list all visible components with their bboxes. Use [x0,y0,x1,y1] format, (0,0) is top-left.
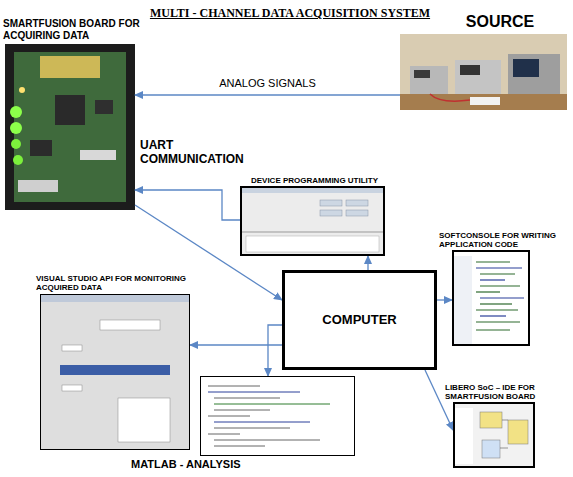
screenshot-frame: LIBERO SoC – IDE FOR SMARTFUSION BOARD [453,402,535,468]
breadboard [470,97,500,105]
computer-box: COMPUTER [282,270,437,370]
button [320,210,342,216]
button [320,200,342,206]
pcb [14,52,126,202]
code-line [480,279,505,280]
led [11,139,21,149]
code-line [476,321,520,322]
schematic-block [482,440,500,458]
code-line [214,410,270,411]
heading: SOURCE [440,13,560,31]
connector [437,299,452,300]
led [19,87,25,93]
window-bg [40,294,190,450]
annotation: UART COMMUNICATION [140,138,232,167]
code-line [480,273,515,274]
code-line [214,422,310,423]
instrument [508,54,560,94]
code-line [476,261,510,262]
code-line [480,315,506,316]
led [10,106,22,118]
chip [95,100,113,114]
field [62,385,82,391]
led [10,122,22,134]
code-line [214,428,290,429]
connector [80,150,116,160]
screenshot-frame: SMARTFUSION BOARD FOR ACQUIRING DATA [5,44,135,210]
screenshot-frame: VISUAL STUDIO API FOR MONITORING ACQUIRE… [40,294,190,450]
edge-label: ANALOG SIGNALS [217,77,318,89]
connector [367,256,368,270]
code-line [208,434,240,435]
code-line [208,386,260,387]
chip [30,140,52,156]
window-bg [200,376,355,456]
code-line [476,329,510,330]
cable [430,94,470,101]
code-line [480,303,512,304]
code-lines [208,386,330,446]
code-line [214,440,320,441]
instrument [410,66,448,94]
screenshot-frame: SOFTCONSOLE FOR WRITING APPLICATION CODE [452,250,530,346]
code-line [480,297,524,298]
code-line [214,398,280,399]
button [346,210,368,216]
button [346,200,368,206]
title-bar [40,294,190,302]
field [62,345,82,351]
window-bg [240,186,385,256]
window-bg [452,250,530,346]
glow [40,56,100,78]
instrument [455,60,501,94]
tree-panel [455,408,473,464]
diagram-title: MULTI - CHANNEL DATA ACQUISITION SYSTEM [140,6,440,21]
instrument-screen [460,65,480,75]
connector [268,325,282,376]
code-lines [476,262,524,330]
heading: DEVICE PROGRAMMING UTILITY [242,176,387,185]
heading: SOFTCONSOLE FOR WRITING APPLICATION CODE [439,231,567,249]
led [13,155,23,165]
box-label: COMPUTER [318,313,400,328]
panel [246,236,379,252]
heading: VISUAL STUDIO API FOR MONITORING ACQUIRE… [36,274,206,292]
connector [135,94,400,95]
side-panel [454,256,472,344]
screenshot-frame: MATLAB - ANALYSIS [200,376,355,456]
chip [55,95,85,125]
schematic-block [480,412,502,428]
code-line [208,416,250,417]
heading: SMARTFUSION BOARD FOR ACQUIRING DATA [3,18,143,41]
code-line [214,404,330,405]
instrument-screen [513,59,539,77]
window-bg [453,402,535,468]
code-line [214,446,265,447]
heading: MATLAB - ANALYSIS [131,458,291,471]
list-box [118,398,170,442]
board-photo-bg [5,44,135,210]
screenshot-frame: DEVICE PROGRAMMING UTILITY [240,186,385,256]
instrument-screen [414,70,430,78]
heading: LIBERO SoC – IDE FOR SMARTFUSION BOARD [445,383,557,401]
code-line [476,309,518,310]
progress-bar [60,365,170,375]
code-line [476,267,522,268]
schematic-wire [500,420,508,448]
source-photo-bg [400,34,567,110]
divider [242,232,383,233]
code-line [476,291,500,292]
code-line [480,285,520,286]
field [100,320,160,330]
code-line [208,392,300,393]
connector [18,180,58,192]
connector [135,205,282,300]
screenshot-frame: SOURCE [400,34,567,110]
bench [400,94,567,110]
schematic-block [508,420,528,444]
